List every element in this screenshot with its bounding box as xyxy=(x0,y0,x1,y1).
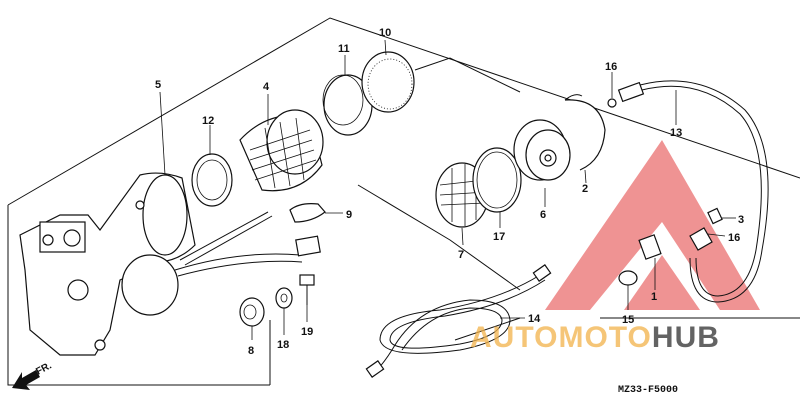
starter-motor xyxy=(19,172,196,356)
callout-2: 2 xyxy=(582,183,588,195)
front-direction-arrow: FR. xyxy=(12,360,54,390)
hose-13 xyxy=(607,80,769,303)
callout-12: 12 xyxy=(202,115,214,127)
bolt-19 xyxy=(299,274,315,322)
cap-6 xyxy=(513,119,571,181)
watermark-logo-triangle xyxy=(545,140,760,310)
svg-text:AUTOMOTOHUB: AUTOMOTOHUB xyxy=(470,321,720,354)
switch-1 xyxy=(638,234,662,285)
callout-9: 9 xyxy=(346,209,352,221)
callout-6: 6 xyxy=(540,209,546,221)
o-ring-17 xyxy=(472,147,522,213)
wire-harness xyxy=(174,211,321,277)
watermark-hub: HUB xyxy=(652,321,720,354)
callout-8: 8 xyxy=(248,345,254,357)
callout-16a: 16 xyxy=(605,61,617,73)
filter-pad-10 xyxy=(361,51,415,113)
watermark-moto: MOTO xyxy=(558,321,651,354)
sub-outline-top xyxy=(414,57,521,93)
bolt-3 xyxy=(707,207,736,225)
grommet-18 xyxy=(275,287,293,309)
filter-mesh-4 xyxy=(239,109,324,192)
diagram-code: MZ33-F5000 xyxy=(618,385,678,396)
watermark-logo-text: AUTOMOTOHUB xyxy=(470,321,720,354)
callout-10: 10 xyxy=(379,27,391,39)
callout-15: 15 xyxy=(622,314,634,326)
grommet-8 xyxy=(239,297,265,327)
sub-outline xyxy=(357,184,521,291)
circlip-2 xyxy=(564,94,606,171)
callout-19: 19 xyxy=(301,326,313,338)
connector-9 xyxy=(289,203,343,223)
cable-14 xyxy=(365,264,552,378)
callout-13: 13 xyxy=(670,127,682,139)
watermark-auto: AUTO xyxy=(470,321,558,354)
callout-1: 1 xyxy=(651,291,657,303)
callout-numbers: 5 4 12 11 10 9 7 17 6 2 16 13 3 16 1 15 … xyxy=(155,27,744,357)
callout-11: 11 xyxy=(338,43,350,55)
callout-14: 14 xyxy=(528,313,541,325)
ring-12 xyxy=(191,153,233,207)
leader-lines xyxy=(159,39,726,340)
callout-18: 18 xyxy=(277,339,289,351)
cap-15 xyxy=(618,270,638,286)
assembly-outline xyxy=(7,17,800,386)
callout-7: 7 xyxy=(458,249,464,261)
callout-16b: 16 xyxy=(728,232,740,244)
callout-3: 3 xyxy=(738,214,744,226)
callout-4: 4 xyxy=(263,81,270,93)
callout-17: 17 xyxy=(493,231,505,243)
fr-label: FR. xyxy=(34,360,54,377)
callout-5: 5 xyxy=(155,79,161,91)
